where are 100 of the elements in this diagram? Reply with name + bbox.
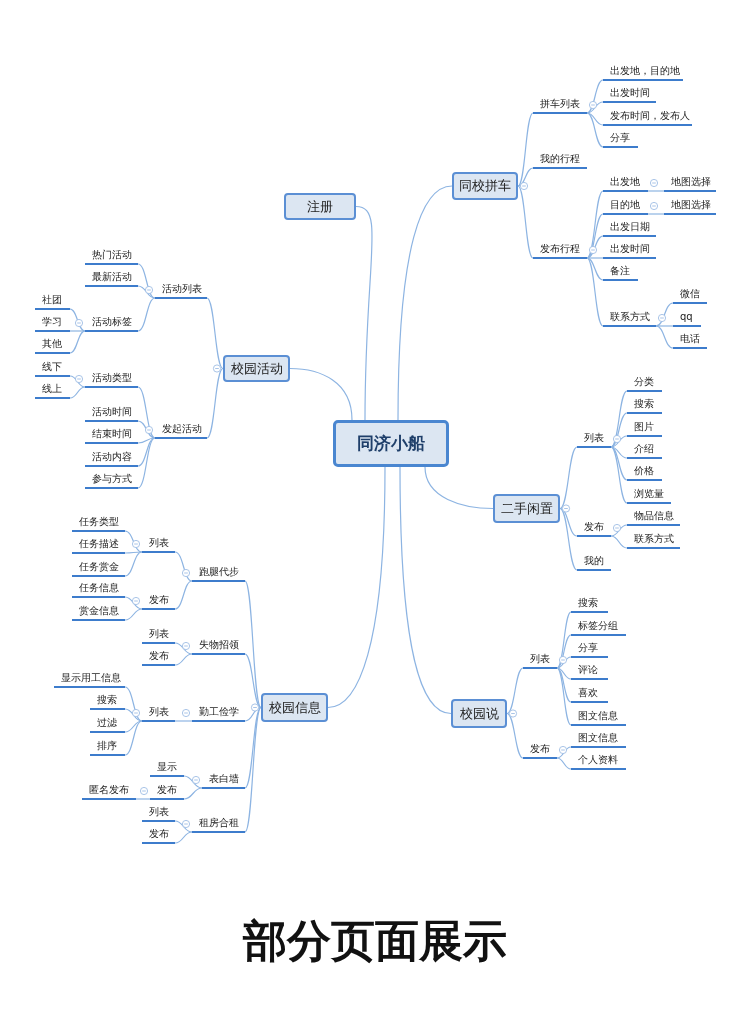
branch-label: 发布时间，发布人 — [603, 108, 692, 126]
branch-label: 喜欢 — [571, 685, 608, 703]
branch-line — [69, 386, 86, 399]
branch-label: 出发时间 — [603, 85, 656, 103]
branch-label: 列表 — [142, 626, 175, 644]
branch-line — [206, 297, 224, 370]
branch-label: 活动内容 — [85, 449, 138, 467]
branch-line — [137, 437, 156, 489]
branch-label: 个人资料 — [571, 752, 626, 770]
branch-label: 图文信息 — [571, 730, 626, 748]
branch-label: 线下 — [35, 359, 70, 377]
branch-line — [69, 330, 86, 332]
branch-line — [556, 746, 572, 759]
branch-line — [556, 757, 572, 770]
branch-line — [183, 787, 203, 800]
branch-label: 图片 — [627, 419, 662, 437]
branch-label: 列表 — [142, 535, 175, 553]
branch-label: 发布 — [142, 592, 175, 610]
branch-label: 列表 — [142, 804, 175, 822]
branch-line — [399, 466, 452, 715]
branch-line — [586, 112, 604, 148]
branch-line — [137, 285, 156, 299]
branch-label: 列表 — [577, 430, 611, 448]
branch-label: 活动类型 — [85, 370, 138, 388]
branch-label: 搜索 — [627, 396, 662, 414]
branch-label: 我的行程 — [533, 151, 587, 169]
branch-line — [655, 325, 674, 349]
branch-line — [556, 667, 572, 680]
branch-line — [517, 167, 534, 187]
branch-label: qq — [673, 309, 701, 327]
branch-line — [206, 367, 224, 439]
branch-label: 我的 — [577, 553, 611, 571]
branch-label: 图文信息 — [571, 708, 626, 726]
branch-line — [174, 820, 193, 833]
topic-box: 校园活动 — [223, 355, 290, 382]
branch-line — [137, 420, 156, 439]
branch-line — [506, 667, 524, 715]
branch-line — [124, 608, 143, 621]
branch-line — [424, 466, 494, 510]
branch-line — [610, 412, 628, 448]
branch-line — [124, 551, 143, 554]
branch-line — [135, 798, 151, 800]
branch-label: 搜索 — [571, 595, 608, 613]
branch-line — [124, 596, 143, 610]
branch-line — [289, 367, 353, 421]
branch-label: 发布 — [150, 782, 184, 800]
branch-label: 发布 — [142, 648, 175, 666]
branch-line — [137, 386, 156, 439]
branch-line — [610, 524, 628, 537]
branch-label: 介绍 — [627, 441, 662, 459]
branch-label: 结束时间 — [85, 426, 138, 444]
branch-line — [655, 302, 674, 327]
branch-label: 价格 — [627, 463, 662, 481]
branch-label: 过滤 — [90, 715, 125, 733]
branch-label: 参与方式 — [85, 471, 138, 489]
topic-box: 校园说 — [451, 699, 507, 728]
branch-label: 发布 — [523, 741, 557, 759]
branch-label: 列表 — [523, 651, 557, 669]
branch-line — [586, 213, 604, 259]
branch-line — [586, 257, 604, 327]
branch-label: 出发地，目的地 — [603, 63, 683, 81]
branch-label: 列表 — [142, 704, 175, 722]
branch-label: 最新活动 — [85, 269, 138, 287]
branch-line — [327, 466, 386, 709]
branch-line — [559, 446, 578, 510]
branch-label: 联系方式 — [627, 531, 680, 549]
branch-label: 物品信息 — [627, 508, 680, 526]
branch-line — [174, 720, 193, 722]
branch-label: 分享 — [603, 130, 638, 148]
branch-label: 搜索 — [90, 692, 125, 710]
branch-line — [174, 642, 193, 655]
branch-label: 匿名发布 — [82, 782, 136, 800]
branch-label: 勤工俭学 — [192, 704, 245, 722]
branch-line — [517, 112, 534, 187]
branch-label: 电话 — [673, 331, 707, 349]
branch-line — [174, 580, 193, 610]
branch-line — [174, 653, 193, 666]
branch-label: 浏览量 — [627, 486, 671, 504]
branch-label: 排序 — [90, 738, 125, 756]
branch-line — [174, 551, 193, 582]
branch-line — [556, 656, 572, 669]
branch-line — [556, 667, 572, 703]
branch-line — [506, 712, 524, 759]
branch-line — [124, 708, 143, 722]
branch-line — [69, 375, 86, 388]
branch-label: 跑腿代步 — [192, 564, 245, 582]
branch-label: 热门活动 — [85, 247, 138, 265]
branch-line — [610, 446, 628, 481]
branch-line — [124, 720, 143, 756]
branch-label: 标签分组 — [571, 618, 626, 636]
branch-label: 出发时间 — [603, 241, 656, 259]
branch-label: 微信 — [673, 286, 707, 304]
branch-label: 任务赏金 — [72, 559, 125, 577]
branch-label: 其他 — [35, 336, 70, 354]
branch-line — [517, 185, 534, 259]
branch-line — [244, 706, 262, 722]
branch-label: 活动时间 — [85, 404, 138, 422]
central-topic-box: 同济小船 — [333, 420, 449, 467]
branch-label: 发起活动 — [155, 421, 207, 439]
branch-label: 联系方式 — [603, 309, 656, 327]
